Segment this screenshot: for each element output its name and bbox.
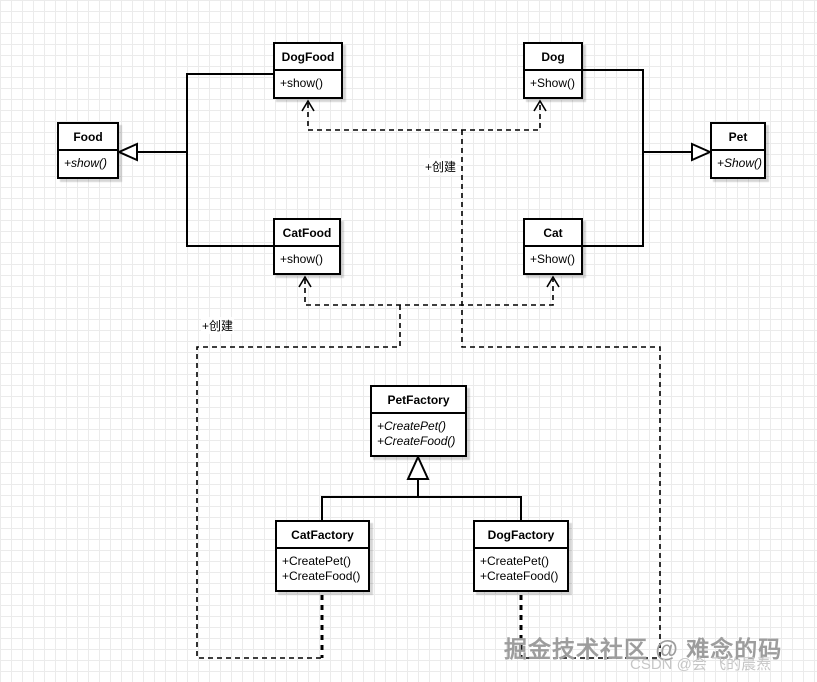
dashed-connector bbox=[196, 305, 401, 659]
class-methods-dogfood: +show() bbox=[275, 71, 341, 97]
class-methods-dog: +Show() bbox=[525, 71, 581, 97]
dashed-connector bbox=[304, 279, 554, 306]
hollow-triangle-icon bbox=[406, 454, 430, 480]
hollow-triangle-icon bbox=[116, 142, 138, 162]
class-method: +CreatePet() bbox=[480, 554, 550, 568]
watermark-juejin: 掘金技术社区 @ 难念的码 bbox=[504, 636, 783, 662]
watermark-csdn: CSDN @会 飞的晨焘 bbox=[630, 656, 772, 673]
class-box-catfactory: CatFactory +CreatePet() +CreateFood() bbox=[275, 520, 370, 592]
connector-segment bbox=[321, 496, 522, 520]
class-method: +CreateFood() bbox=[480, 569, 559, 583]
class-box-food: Food +show() bbox=[57, 122, 119, 179]
class-box-cat: Cat +Show() bbox=[523, 218, 583, 275]
class-title-food: Food bbox=[59, 124, 117, 151]
dependency-catfactory-creates bbox=[196, 275, 560, 659]
class-box-dogfactory: DogFactory +CreatePet() +CreateFood() bbox=[473, 520, 569, 592]
create-label-dog: +创建 bbox=[424, 158, 458, 175]
class-method: +Show() bbox=[717, 156, 763, 170]
class-title-catfactory: CatFactory bbox=[277, 522, 368, 549]
inheritance-to-food bbox=[116, 73, 273, 247]
class-methods-food: +show() bbox=[59, 151, 117, 177]
class-box-pet: Pet +Show() bbox=[710, 122, 766, 179]
class-title-pet: Pet bbox=[712, 124, 764, 151]
class-title-petfactory: PetFactory bbox=[372, 387, 465, 414]
class-method: +CreateFood() bbox=[282, 569, 361, 583]
class-method: +CreateFood() bbox=[377, 434, 456, 448]
class-methods-dogfactory: +CreatePet() +CreateFood() bbox=[475, 549, 567, 590]
class-title-dogfood: DogFood bbox=[275, 44, 341, 71]
class-method: +show() bbox=[280, 252, 324, 266]
class-methods-cat: +Show() bbox=[525, 247, 581, 273]
class-box-dogfood: DogFood +show() bbox=[273, 42, 343, 99]
dashed-connector bbox=[307, 103, 541, 131]
class-title-dog: Dog bbox=[525, 44, 581, 71]
open-arrowhead-icon bbox=[301, 99, 315, 112]
open-arrowhead-icon bbox=[533, 99, 547, 112]
dashed-connector bbox=[461, 130, 661, 659]
inheritance-to-petfactory bbox=[321, 454, 522, 520]
open-arrowhead-icon bbox=[546, 275, 560, 288]
class-methods-catfactory: +CreatePet() +CreateFood() bbox=[277, 549, 368, 590]
class-method: +show() bbox=[64, 156, 108, 170]
class-title-dogfactory: DogFactory bbox=[475, 522, 567, 549]
inheritance-to-pet bbox=[583, 69, 713, 247]
class-methods-pet: +Show() bbox=[712, 151, 764, 177]
hollow-triangle-icon bbox=[691, 142, 713, 162]
create-label-cat: +创建 bbox=[201, 317, 235, 334]
class-box-dog: Dog +Show() bbox=[523, 42, 583, 99]
class-methods-catfood: +show() bbox=[275, 247, 339, 273]
class-method: +Show() bbox=[530, 76, 576, 90]
class-box-catfood: CatFood +show() bbox=[273, 218, 341, 275]
connector-segment bbox=[186, 73, 273, 247]
class-title-catfood: CatFood bbox=[275, 220, 339, 247]
class-method: +CreatePet() bbox=[282, 554, 352, 568]
class-title-cat: Cat bbox=[525, 220, 581, 247]
class-method: +Show() bbox=[530, 252, 576, 266]
connector-segment bbox=[583, 69, 644, 247]
class-method: +CreatePet() bbox=[377, 419, 447, 433]
class-method: +show() bbox=[280, 76, 324, 90]
class-methods-petfactory: +CreatePet() +CreateFood() bbox=[372, 414, 465, 455]
class-box-petfactory: PetFactory +CreatePet() +CreateFood() bbox=[370, 385, 467, 457]
open-arrowhead-icon bbox=[298, 275, 312, 288]
dependency-dogfactory-creates bbox=[301, 99, 661, 659]
